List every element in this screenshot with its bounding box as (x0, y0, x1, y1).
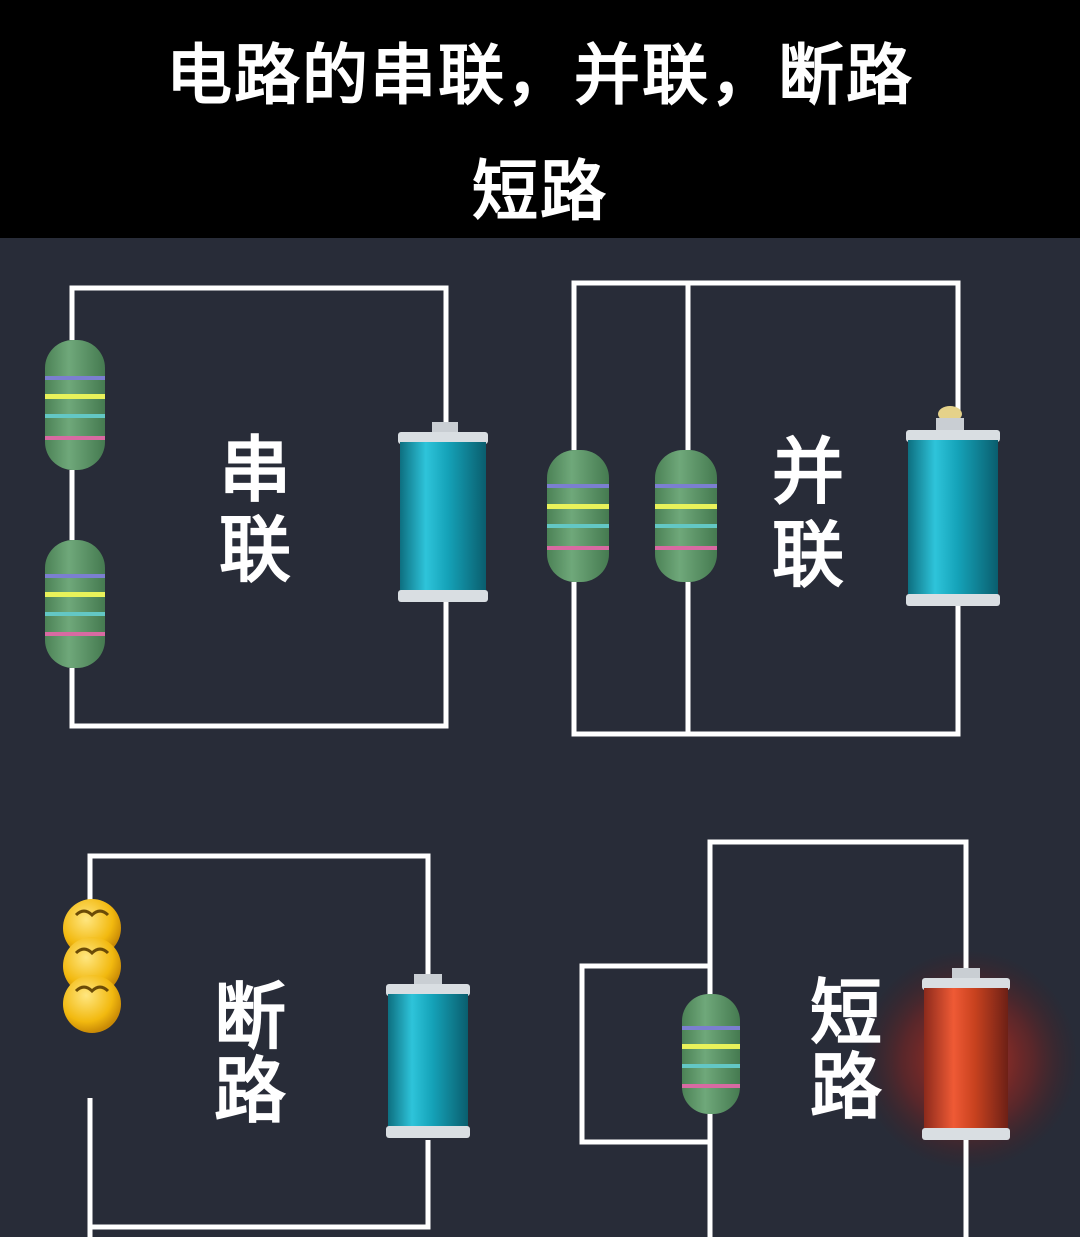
open-wires (87, 853, 431, 1237)
open-circuit: 断 路 (63, 853, 470, 1237)
title-line-1: 电路的串联，并联，断路 (166, 37, 914, 114)
short-label-bottom: 路 (810, 1045, 883, 1129)
open-battery (386, 974, 470, 1138)
parallel-resistor-2 (655, 450, 717, 582)
series-label-bottom: 联 (219, 508, 291, 592)
series-resistor-2 (45, 540, 105, 668)
open-label-top: 断 (214, 975, 286, 1059)
short-circuit: 短 路 (579, 839, 1078, 1237)
parallel-battery (906, 406, 1000, 606)
parallel-resistor-1 (547, 450, 609, 582)
parallel-label-bottom: 联 (772, 513, 844, 597)
title-line-2: 短路 (472, 153, 608, 230)
header-bar: 电路的串联，并联，断路 短路 (0, 0, 1080, 238)
series-battery (398, 422, 488, 602)
series-resistor-1 (45, 340, 105, 470)
open-broken-bulbs (63, 899, 121, 1033)
series-circuit: 串 联 (45, 285, 488, 729)
open-label-bottom: 路 (214, 1049, 287, 1133)
short-battery (922, 968, 1010, 1140)
parallel-circuit: 并 联 (547, 280, 1000, 737)
circuit-diagrams: 串 联 并 (45, 280, 1078, 1237)
short-resistor (682, 994, 740, 1114)
series-wires (69, 285, 449, 729)
short-label-top: 短 (810, 971, 882, 1055)
short-wires (579, 839, 969, 1237)
parallel-label-top: 并 (772, 430, 844, 514)
parallel-wires (571, 280, 961, 737)
series-label-top: 串 (219, 428, 291, 512)
